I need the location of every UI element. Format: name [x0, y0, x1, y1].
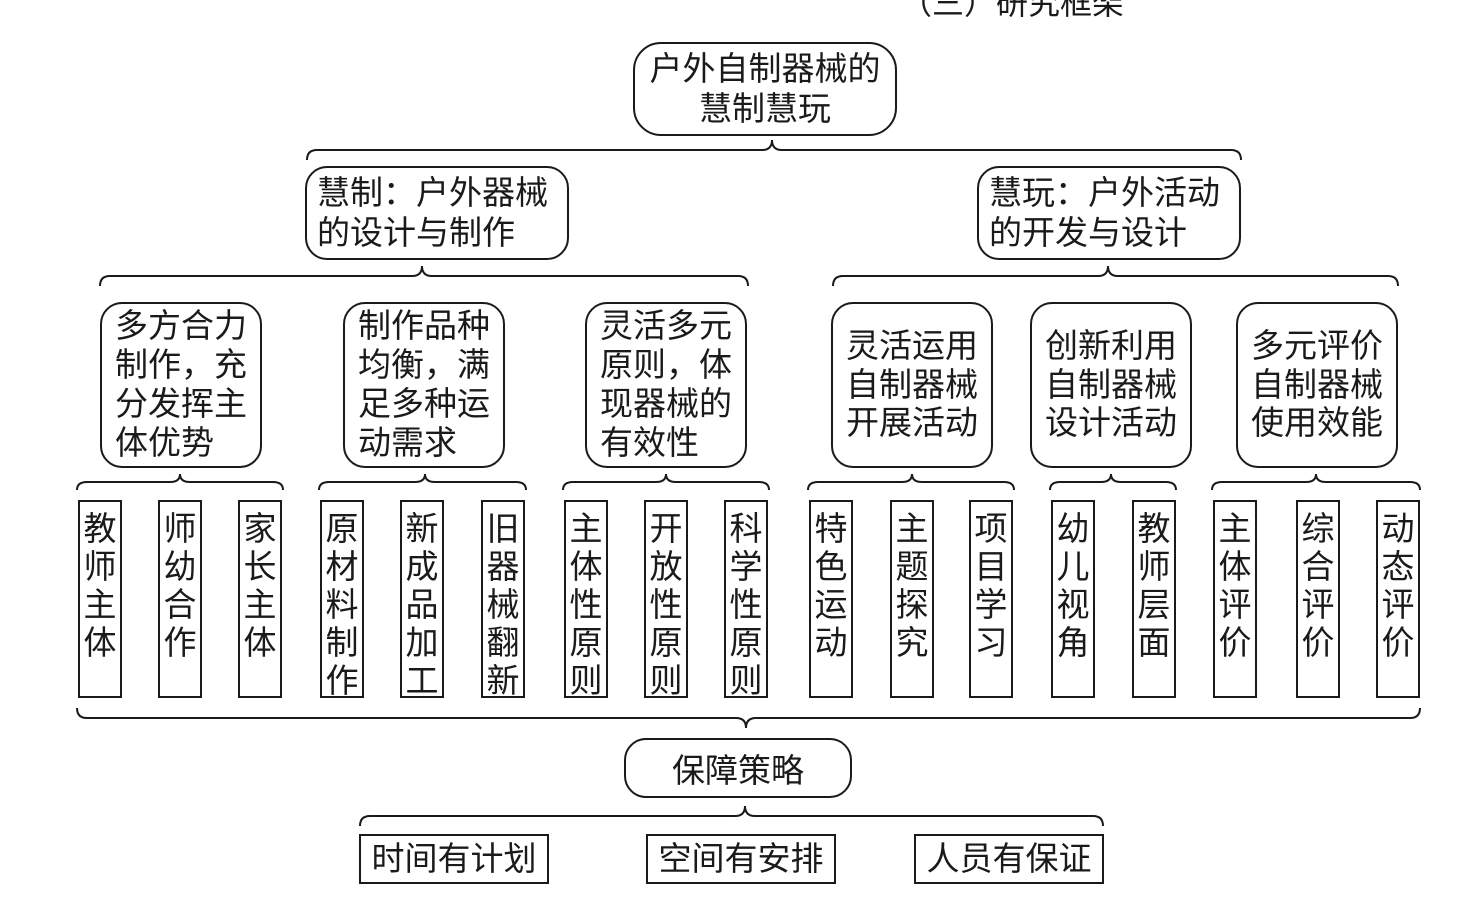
root-line-1: 户外自制器械的 — [649, 49, 881, 89]
guarantee-item-time: 时间有计划 — [359, 834, 549, 884]
guarantee-item-people: 人员有保证 — [914, 834, 1104, 884]
leaf-node-13: 幼儿视角 — [1051, 500, 1095, 698]
guarantee-item-text: 时间有计划 — [371, 839, 537, 878]
leaf-text: 主体性原则 — [569, 509, 603, 700]
page-heading-fragment: （三）研究框架 — [900, 0, 1125, 22]
leaf-text: 家长主体 — [243, 509, 277, 662]
category-text-5: 创新利用 自制器械 设计活动 — [1045, 325, 1177, 443]
leaf-node-5: 新成品加工 — [400, 500, 444, 700]
brace-cat-1 — [76, 473, 284, 491]
brace-cat-5 — [1049, 473, 1177, 491]
leaf-node-6: 旧器械翻新 — [481, 500, 525, 700]
leaf-node-7: 主体性原则 — [564, 500, 608, 700]
leaf-text: 动态评价 — [1381, 509, 1415, 662]
leaf-text: 科学性原则 — [729, 509, 763, 700]
leaf-node-17: 动态评价 — [1376, 500, 1420, 698]
leaf-text: 主体评价 — [1218, 509, 1252, 662]
branch-right-line-1: 慧玩：户外活动 — [989, 173, 1220, 213]
leaf-text: 幼儿视角 — [1056, 509, 1090, 662]
category-node-6: 多元评价 自制器械 使用效能 — [1236, 302, 1398, 468]
brace-right-branch — [832, 265, 1399, 287]
branch-left-line-1: 慧制：户外器械 — [317, 173, 548, 213]
brace-cat-4 — [807, 473, 1015, 491]
leaf-node-4: 原材料制作 — [320, 500, 364, 700]
leaf-node-1: 教师主体 — [78, 500, 122, 698]
leaf-text: 教师主体 — [83, 509, 117, 662]
brace-cat-6 — [1211, 473, 1421, 491]
category-node-4: 灵活运用 自制器械 开展活动 — [831, 302, 993, 468]
category-node-2: 制作品种 均衡，满 足多种运 动需求 — [343, 302, 505, 468]
leaf-node-9: 科学性原则 — [724, 500, 768, 700]
category-text-1: 多方合力 制作，充 分发挥主 体优势 — [115, 306, 247, 462]
branch-right-line-2: 的开发与设计 — [989, 213, 1187, 252]
brace-cat-2 — [318, 473, 527, 491]
leaf-node-3: 家长主体 — [238, 500, 282, 698]
category-node-3: 灵活多元 原则，体 现器械的 有效性 — [585, 302, 747, 468]
leaf-text: 旧器械翻新 — [486, 509, 520, 700]
leaf-text: 主题探究 — [895, 509, 929, 662]
leaf-node-14: 教师层面 — [1132, 500, 1176, 698]
leaf-text: 综合评价 — [1301, 509, 1335, 662]
branch-left-line-2: 的设计与制作 — [317, 213, 515, 252]
guarantee-item-text: 空间有安排 — [658, 839, 824, 878]
category-text-4: 灵活运用 自制器械 开展活动 — [846, 325, 978, 443]
leaf-node-12: 项目学习 — [969, 500, 1013, 698]
leaf-node-11: 主题探究 — [890, 500, 934, 698]
leaf-node-10: 特色运动 — [809, 500, 853, 698]
leaf-text: 师幼合作 — [163, 509, 197, 662]
category-text-3: 灵活多元 原则，体 现器械的 有效性 — [600, 306, 732, 462]
brace-left-branch — [99, 265, 749, 287]
branch-node-left: 慧制：户外器械 的设计与制作 — [305, 166, 569, 260]
leaf-text: 开放性原则 — [649, 509, 683, 700]
leaf-text: 项目学习 — [974, 509, 1008, 662]
brace-root — [306, 139, 1242, 161]
category-node-1: 多方合力 制作，充 分发挥主 体优势 — [100, 302, 262, 468]
category-text-6: 多元评价 自制器械 使用效能 — [1251, 325, 1383, 443]
leaf-node-8: 开放性原则 — [644, 500, 688, 700]
leaf-node-16: 综合评价 — [1296, 500, 1340, 698]
root-node: 户外自制器械的 慧制慧玩 — [633, 42, 897, 136]
branch-node-right: 慧玩：户外活动 的开发与设计 — [977, 166, 1241, 260]
brace-cat-3 — [562, 473, 770, 491]
category-node-5: 创新利用 自制器械 设计活动 — [1030, 302, 1192, 468]
leaf-text: 新成品加工 — [405, 509, 439, 700]
leaf-text: 特色运动 — [814, 509, 848, 662]
leaf-node-2: 师幼合作 — [158, 500, 202, 698]
guarantee-item-text: 人员有保证 — [926, 839, 1092, 878]
brace-leaves-bottom — [76, 707, 1421, 729]
guarantee-label: 保障策略 — [672, 751, 804, 790]
brace-guarantee — [359, 805, 1104, 827]
leaf-text: 教师层面 — [1137, 509, 1171, 662]
leaf-node-15: 主体评价 — [1213, 500, 1257, 698]
root-line-2: 慧制慧玩 — [699, 89, 831, 128]
leaf-text: 原材料制作 — [325, 509, 359, 700]
guarantee-node: 保障策略 — [624, 738, 852, 798]
guarantee-item-space: 空间有安排 — [646, 834, 836, 884]
category-text-2: 制作品种 均衡，满 足多种运 动需求 — [358, 306, 490, 462]
